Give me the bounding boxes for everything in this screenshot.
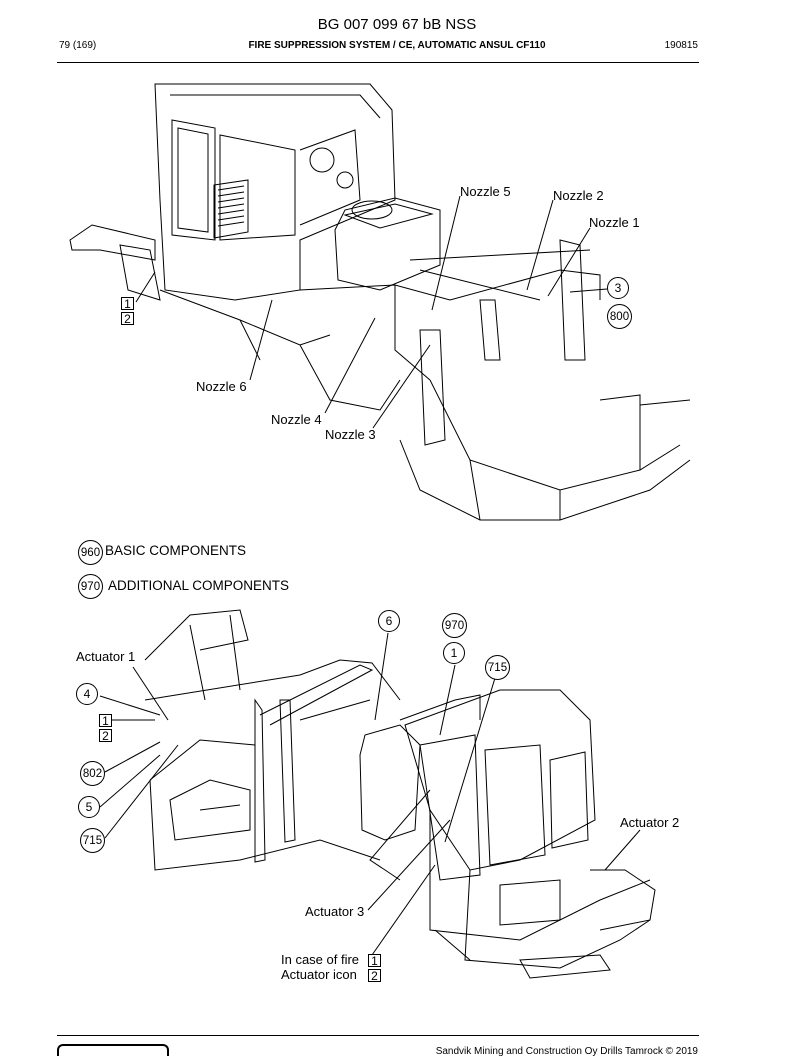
revision-date: 190815 bbox=[664, 40, 698, 51]
label-nozzle-5: Nozzle 5 bbox=[460, 184, 511, 199]
callout-970: 970 bbox=[442, 613, 467, 638]
header-rule bbox=[57, 62, 699, 63]
box-1-bottom: 1 bbox=[99, 714, 112, 727]
callout-4: 4 bbox=[76, 683, 98, 705]
box-legend-1: 1 bbox=[368, 954, 381, 967]
document-number: BG 007 099 67 bB NSS bbox=[317, 16, 477, 33]
box-1: 1 bbox=[121, 297, 134, 310]
label-nozzle-1: Nozzle 1 bbox=[589, 215, 640, 230]
legend-code-970: 970 bbox=[78, 574, 103, 599]
label-nozzle-3: Nozzle 3 bbox=[325, 427, 376, 442]
box-2: 2 bbox=[121, 312, 134, 325]
sandvik-logo bbox=[57, 1044, 169, 1056]
section-title: FIRE SUPPRESSION SYSTEM / CE, AUTOMATIC … bbox=[248, 40, 546, 51]
callout-5: 5 bbox=[78, 796, 100, 818]
label-nozzle-6: Nozzle 6 bbox=[196, 379, 247, 394]
callout-1: 1 bbox=[443, 642, 465, 664]
label-nozzle-4: Nozzle 4 bbox=[271, 412, 322, 427]
label-actuator-1: Actuator 1 bbox=[76, 649, 136, 664]
bottom-cabin-drawing bbox=[359, 689, 656, 979]
box-legend-2: 2 bbox=[368, 969, 381, 982]
top-leader-lines bbox=[135, 195, 608, 429]
callout-802: 802 bbox=[80, 761, 105, 786]
legend-text-additional: ADDITIONAL COMPONENTS bbox=[108, 578, 290, 593]
footer-rule bbox=[57, 1035, 699, 1036]
top-cabin-drawing bbox=[69, 83, 396, 361]
top-frame-drawing bbox=[299, 197, 691, 521]
footer-copyright: Sandvik Mining and Construction Oy Drill… bbox=[435, 1046, 698, 1057]
callout-6: 6 bbox=[378, 610, 400, 632]
callout-715-top: 715 bbox=[485, 655, 510, 680]
page-number: 79 (169) bbox=[59, 40, 97, 51]
legend-text-basic: BASIC COMPONENTS bbox=[105, 543, 247, 558]
bottom-leader-lines bbox=[99, 632, 641, 956]
label-actuator-2: Actuator 2 bbox=[620, 815, 680, 830]
callout-715-bottom: 715 bbox=[80, 828, 105, 853]
legend-code-960: 960 bbox=[78, 540, 103, 565]
label-in-case-of-fire: In case of fire bbox=[281, 952, 360, 967]
label-nozzle-2: Nozzle 2 bbox=[553, 188, 604, 203]
label-actuator-3: Actuator 3 bbox=[305, 904, 365, 919]
box-2-bottom: 2 bbox=[99, 729, 112, 742]
bottom-frame-drawing bbox=[144, 609, 401, 871]
callout-3: 3 bbox=[607, 277, 629, 299]
callout-800: 800 bbox=[607, 304, 632, 329]
label-actuator-icon: Actuator icon bbox=[281, 967, 357, 982]
